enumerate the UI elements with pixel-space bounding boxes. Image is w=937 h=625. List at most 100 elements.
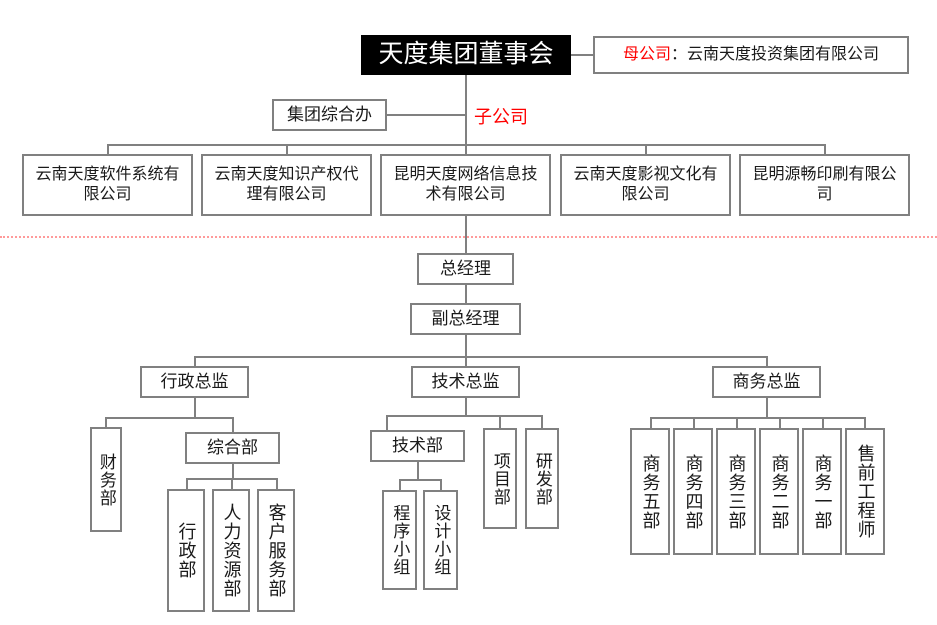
trunk-to-directors xyxy=(465,335,467,357)
trunk-to-general-manager xyxy=(465,216,467,254)
business-unit-box-1[interactable]: 商务五部 xyxy=(630,428,670,555)
board-of-directors-box[interactable]: 天度集团董事会 xyxy=(361,35,571,75)
board-label: 天度集团董事会 xyxy=(378,40,554,69)
drop-admin-dept xyxy=(186,478,188,489)
trunk-admin-down xyxy=(194,398,196,418)
director-label-business: 商务总监 xyxy=(732,372,801,392)
parent-company-name: 云南天度投资集团有限公司 xyxy=(687,46,880,63)
drop-rd-dept xyxy=(541,415,543,428)
general-manager-box[interactable]: 总经理 xyxy=(417,253,514,285)
admin-dept-box[interactable]: 行政部 xyxy=(167,489,205,612)
tech-distribution-bar xyxy=(386,415,543,417)
drop-director-2 xyxy=(465,356,467,366)
drop-project-dept xyxy=(499,415,501,428)
drop-business-unit-4 xyxy=(779,417,781,428)
drop-business-unit-3 xyxy=(736,417,738,428)
director-box-admin[interactable]: 行政总监 xyxy=(140,366,249,398)
group-office-label: 集团综合办 xyxy=(287,105,372,125)
director-label-tech: 技术总监 xyxy=(431,372,500,392)
drop-hr-dept xyxy=(231,478,233,489)
drop-program-team xyxy=(399,479,401,490)
drop-customer-service-dept xyxy=(276,478,278,489)
rd-dept-box[interactable]: 研发部 xyxy=(525,428,559,529)
trunk-general-dept-down xyxy=(232,464,234,479)
subsidiary-box-2[interactable]: 云南天度知识产权代理有限公司 xyxy=(201,154,372,216)
business-unit-label-5: 商务一部 xyxy=(812,453,833,530)
subsidiary-box-1[interactable]: 云南天度软件系统有限公司 xyxy=(22,154,193,216)
business-unit-box-2[interactable]: 商务四部 xyxy=(673,428,713,555)
finance-dept-box[interactable]: 财务部 xyxy=(90,427,122,532)
business-unit-label-1: 商务五部 xyxy=(640,453,661,530)
parent-company-separator: ： xyxy=(670,46,687,63)
admin-distribution-bar xyxy=(105,417,233,419)
subsidiary-box-5[interactable]: 昆明源畅印刷有限公司 xyxy=(739,154,910,216)
project-dept-box[interactable]: 项目部 xyxy=(483,428,517,529)
rd-dept-label: 研发部 xyxy=(532,451,552,506)
tech-dept-label: 技术部 xyxy=(392,436,443,456)
connector-gm-to-dgm xyxy=(465,285,467,303)
customer-service-dept-box[interactable]: 客户服务部 xyxy=(257,489,295,612)
subsidiary-box-4[interactable]: 云南天度影视文化有限公司 xyxy=(560,154,731,216)
drop-subsidiary-5 xyxy=(824,144,826,154)
tech-team-distribution-bar xyxy=(399,479,442,481)
drop-director-1 xyxy=(194,356,196,366)
business-unit-label-2: 商务四部 xyxy=(683,453,704,530)
design-team-box[interactable]: 设计小组 xyxy=(423,490,458,590)
program-team-box[interactable]: 程序小组 xyxy=(382,490,417,590)
drop-general-dept xyxy=(232,417,234,432)
subsidiary-label-1: 云南天度软件系统有限公司 xyxy=(35,166,180,203)
drop-business-unit-1 xyxy=(650,417,652,428)
general-manager-label: 总经理 xyxy=(440,259,491,279)
parent-company-box[interactable]: 母公司：云南天度投资集团有限公司 xyxy=(593,36,909,74)
drop-business-unit-5 xyxy=(822,417,824,428)
drop-business-unit-2 xyxy=(693,417,695,428)
business-unit-box-4[interactable]: 商务二部 xyxy=(759,428,799,555)
business-unit-box-3[interactable]: 商务三部 xyxy=(716,428,756,555)
deputy-general-manager-box[interactable]: 副总经理 xyxy=(410,303,521,335)
drop-tech-dept xyxy=(386,415,388,430)
subsidiary-tag-label: 子公司 xyxy=(474,107,528,127)
director-box-business[interactable]: 商务总监 xyxy=(712,366,821,398)
general-dept-label: 综合部 xyxy=(207,438,258,458)
trunk-tech-dept-down xyxy=(417,462,419,480)
trunk-board-down xyxy=(465,75,467,145)
director-box-tech[interactable]: 技术总监 xyxy=(411,366,520,398)
subsidiary-label-3: 昆明天度网络信息技术有限公司 xyxy=(393,166,538,203)
parent-company-tag: 母公司 xyxy=(622,46,671,63)
presales-engineer-label: 售前工程师 xyxy=(855,444,876,539)
subsidiary-box-3[interactable]: 昆明天度网络信息技术有限公司 xyxy=(380,154,551,216)
group-office-box[interactable]: 集团综合办 xyxy=(272,99,387,131)
business-unit-label-4: 商务二部 xyxy=(769,453,790,530)
drop-subsidiary-4 xyxy=(645,144,647,154)
connector-group-office xyxy=(387,114,465,116)
customer-service-dept-label: 客户服务部 xyxy=(266,503,287,598)
general-dept-box[interactable]: 综合部 xyxy=(185,432,280,464)
design-team-label: 设计小组 xyxy=(431,504,451,576)
connector-board-to-parent xyxy=(571,54,593,56)
drop-design-team xyxy=(440,479,442,490)
drop-subsidiary-1 xyxy=(107,144,109,154)
drop-subsidiary-3 xyxy=(465,144,467,154)
director-distribution-bar xyxy=(194,356,767,358)
subsidiary-label-2: 云南天度知识产权代理有限公司 xyxy=(214,166,359,203)
drop-presales-engineer xyxy=(864,417,866,428)
finance-dept-label: 财务部 xyxy=(96,452,116,507)
section-divider xyxy=(0,236,937,238)
trunk-business-down xyxy=(766,398,768,418)
presales-engineer-box[interactable]: 售前工程师 xyxy=(845,428,885,555)
hr-dept-box[interactable]: 人力资源部 xyxy=(212,489,250,612)
tech-dept-box[interactable]: 技术部 xyxy=(370,430,465,462)
drop-director-3 xyxy=(766,356,768,366)
drop-subsidiary-2 xyxy=(286,144,288,154)
admin-dept-label: 行政部 xyxy=(176,522,197,579)
subsidiary-label-4: 云南天度影视文化有限公司 xyxy=(573,166,718,203)
deputy-general-manager-label: 副总经理 xyxy=(431,309,500,329)
program-team-label: 程序小组 xyxy=(390,504,410,576)
business-unit-box-5[interactable]: 商务一部 xyxy=(802,428,842,555)
director-label-admin: 行政总监 xyxy=(160,372,229,392)
project-dept-label: 项目部 xyxy=(490,451,510,506)
business-unit-label-3: 商务三部 xyxy=(726,453,747,530)
drop-finance xyxy=(105,417,107,427)
business-distribution-bar xyxy=(650,417,865,419)
